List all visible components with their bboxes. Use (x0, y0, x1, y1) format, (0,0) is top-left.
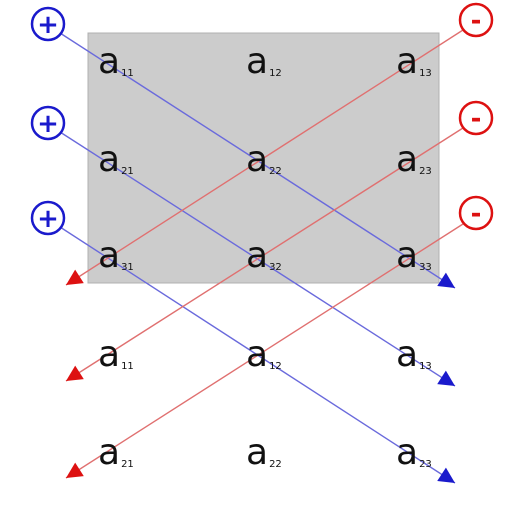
svg-text:+: + (37, 10, 59, 40)
minus-sign-icon: - (458, 100, 494, 136)
svg-text:+: + (37, 204, 59, 234)
minus-diagonal-line-2 (65, 127, 464, 382)
minus-sign-icon: - (458, 195, 494, 231)
svg-text:-: - (471, 199, 482, 229)
plus-arrowhead-icon (437, 370, 455, 386)
plus-arrowhead-icon (437, 272, 455, 288)
plus-diagonal-line-1 (59, 32, 456, 289)
plus-sign-icon: + (30, 200, 66, 236)
minus-diagonal-line-1 (65, 29, 464, 286)
minus-sign-icon: - (458, 2, 494, 38)
plus-sign-icon: + (30, 105, 66, 141)
svg-text:-: - (471, 104, 482, 134)
svg-text:-: - (471, 6, 482, 36)
minus-diagonal-line-3 (65, 223, 464, 479)
svg-text:+: + (37, 109, 59, 139)
plus-sign-icon: + (30, 6, 66, 42)
minus-arrowhead-icon (66, 462, 84, 478)
minus-arrowhead-icon (66, 365, 84, 381)
minus-arrowhead-icon (66, 269, 84, 285)
plus-arrowhead-icon (437, 467, 455, 483)
